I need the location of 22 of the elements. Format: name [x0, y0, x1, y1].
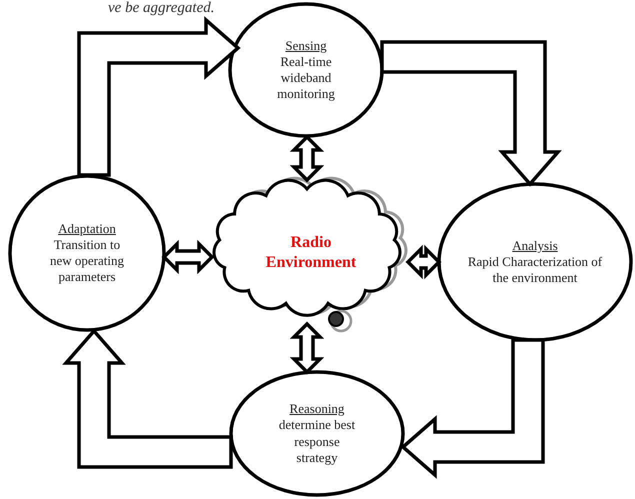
node-heading: Adaptation — [58, 220, 116, 237]
block-arrow — [77, 16, 241, 177]
block-arrow — [62, 328, 233, 469]
caption-text: ve be aggregated. — [108, 0, 214, 17]
ellipse-node — [229, 370, 405, 497]
ellipse-node — [228, 2, 384, 138]
node-text: Rapid Characterization of the environment — [466, 254, 604, 286]
double-block-arrow — [162, 240, 214, 274]
node-heading: Sensing — [285, 38, 327, 54]
node-heading: Reasoning — [290, 401, 344, 418]
node-text: determine best response strategy — [278, 417, 356, 466]
double-block-arrow — [290, 322, 324, 374]
node-heading: Analysis — [512, 238, 558, 254]
double-block-arrow — [406, 244, 442, 280]
ellipse-node — [8, 174, 166, 332]
block-arrow — [380, 40, 562, 187]
node-label: Radio Environment — [264, 233, 358, 273]
ellipse-node — [437, 182, 633, 342]
node-text: Real-time wideband monitoring — [276, 54, 336, 102]
node-text: Transition to new operating parameters — [48, 236, 125, 286]
block-arrow — [400, 338, 545, 479]
double-block-arrow — [290, 134, 324, 182]
